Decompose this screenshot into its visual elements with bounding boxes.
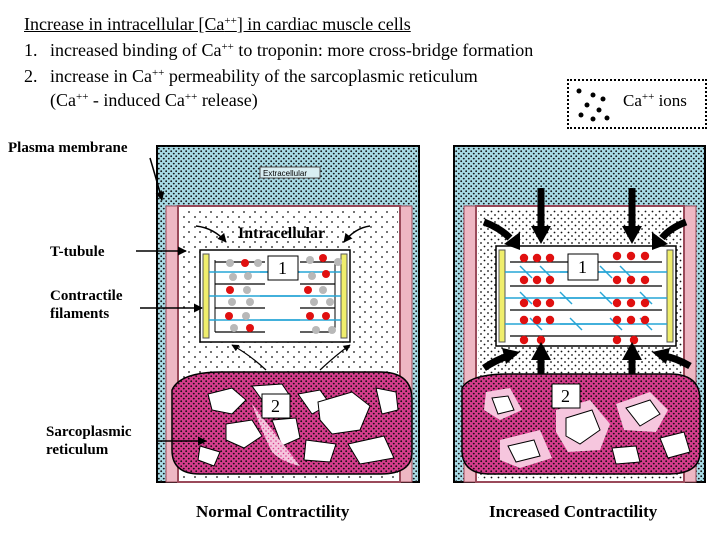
calcium-ions-legend: Ca++ ions — [567, 79, 707, 129]
intracellular-tag: Intracellular — [238, 225, 325, 242]
normal-panel: Extracellular Intracellular — [156, 145, 420, 483]
header-item-1: 1.increased binding of Ca++ to troponin:… — [24, 40, 534, 60]
extracellular-tag: Extracellular — [263, 169, 307, 178]
header-title: Increase in intracellular [Ca++] in card… — [24, 14, 411, 34]
marker-2-increased: 2 — [561, 386, 570, 406]
marker-1-normal: 1 — [278, 258, 287, 278]
calcium-dots-icon — [576, 88, 610, 122]
normal-contractility-caption: Normal Contractility — [196, 502, 350, 521]
marker-1-increased: 1 — [578, 257, 587, 277]
t-tubule-label: T-tubule — [50, 244, 105, 260]
plasma-membrane-label: Plasma membrane — [8, 140, 128, 156]
increased-panel: 1 — [453, 145, 706, 483]
marker-2-normal: 2 — [271, 396, 280, 416]
increased-contractility-caption: Increased Contractility — [489, 502, 658, 521]
header-item-2-continued: (Ca++ - induced Ca++ release) — [50, 90, 258, 110]
calcium-ions-normal — [225, 254, 342, 334]
legend-label: Ca++ ions — [623, 91, 687, 110]
header-item-2: 2.increase in Ca++ permeability of the s… — [24, 66, 478, 86]
label-pointers — [136, 157, 207, 446]
calcium-ions-increased — [519, 251, 650, 345]
